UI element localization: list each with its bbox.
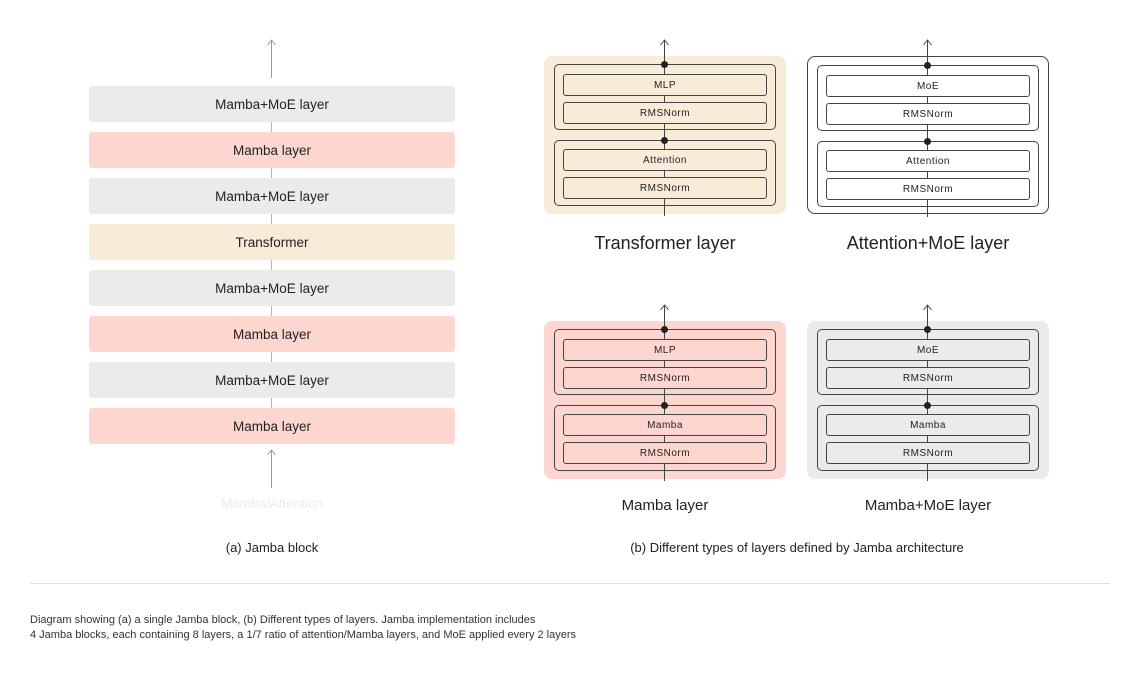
mamba-layer-panel: MLP RMSNorm Mamba RMSNorm bbox=[544, 321, 786, 481]
layer-connector bbox=[271, 168, 272, 178]
block-layer-4: Transformer bbox=[89, 224, 455, 260]
transformer-layer-panel: MLP RMSNorm Attention RMSNorm bbox=[544, 56, 786, 216]
layer-connector bbox=[271, 352, 272, 362]
block-layer-1: Mamba+MoE layer bbox=[89, 86, 455, 122]
block-caption: (a) Jamba block bbox=[225, 540, 319, 555]
rmsnorm-box: RMSNorm bbox=[563, 442, 767, 464]
rmsnorm-box: RMSNorm bbox=[563, 177, 767, 199]
footnote-line-2: 4 Jamba blocks, each containing 8 layers… bbox=[30, 629, 577, 641]
footnote-line-1: Diagram showing (a) a single Jamba block… bbox=[30, 614, 536, 626]
block-layer-7: Mamba+MoE layer bbox=[89, 362, 455, 398]
moe-box: MoE bbox=[826, 75, 1030, 97]
rmsnorm-box: RMSNorm bbox=[826, 367, 1030, 389]
attention-moe-output-arrow bbox=[923, 39, 932, 58]
block-input-arrow bbox=[267, 449, 276, 488]
attention-box: Attention bbox=[563, 149, 767, 171]
block-layer-6: Mamba layer bbox=[89, 316, 455, 352]
mamba-box: Mamba bbox=[563, 414, 767, 436]
block-input-label: Mamba/Attention bbox=[220, 496, 324, 511]
mlp-box: MLP bbox=[563, 339, 767, 361]
rmsnorm-box: RMSNorm bbox=[826, 442, 1030, 464]
mlp-box: MLP bbox=[563, 74, 767, 96]
attention-moe-layer-panel: MoE RMSNorm Attention RMSNorm bbox=[807, 56, 1049, 217]
layers-caption: (b) Different types of layers defined by… bbox=[630, 540, 964, 555]
layer-connector bbox=[271, 398, 272, 408]
layer-connector bbox=[271, 306, 272, 316]
block-output-arrow bbox=[267, 39, 276, 78]
layer-connector bbox=[271, 122, 272, 132]
layer-connector bbox=[271, 214, 272, 224]
divider bbox=[30, 583, 1110, 584]
rmsnorm-box: RMSNorm bbox=[563, 102, 767, 124]
mamba-moe-layer-title: Mamba+MoE layer bbox=[864, 497, 992, 514]
block-layer-8: Mamba layer bbox=[89, 408, 455, 444]
transformer-layer-title: Transformer layer bbox=[594, 233, 736, 253]
rmsnorm-box: RMSNorm bbox=[826, 103, 1030, 125]
block-layer-5: Mamba+MoE layer bbox=[89, 270, 455, 306]
mamba-box: Mamba bbox=[826, 414, 1030, 436]
mamba-output-arrow bbox=[660, 304, 669, 323]
block-layer-3: Mamba+MoE layer bbox=[89, 178, 455, 214]
layer-connector bbox=[271, 260, 272, 270]
attention-moe-layer-title: Attention+MoE layer bbox=[846, 233, 1010, 253]
attention-box: Attention bbox=[826, 150, 1030, 172]
mamba-layer-title: Mamba layer bbox=[621, 497, 709, 514]
rmsnorm-box: RMSNorm bbox=[826, 178, 1030, 200]
rmsnorm-box: RMSNorm bbox=[563, 367, 767, 389]
moe-box: MoE bbox=[826, 339, 1030, 361]
mamba-moe-layer-panel: MoE RMSNorm Mamba RMSNorm bbox=[807, 321, 1049, 481]
block-layer-2: Mamba layer bbox=[89, 132, 455, 168]
mamba-moe-output-arrow bbox=[923, 304, 932, 323]
transformer-output-arrow bbox=[660, 39, 669, 58]
